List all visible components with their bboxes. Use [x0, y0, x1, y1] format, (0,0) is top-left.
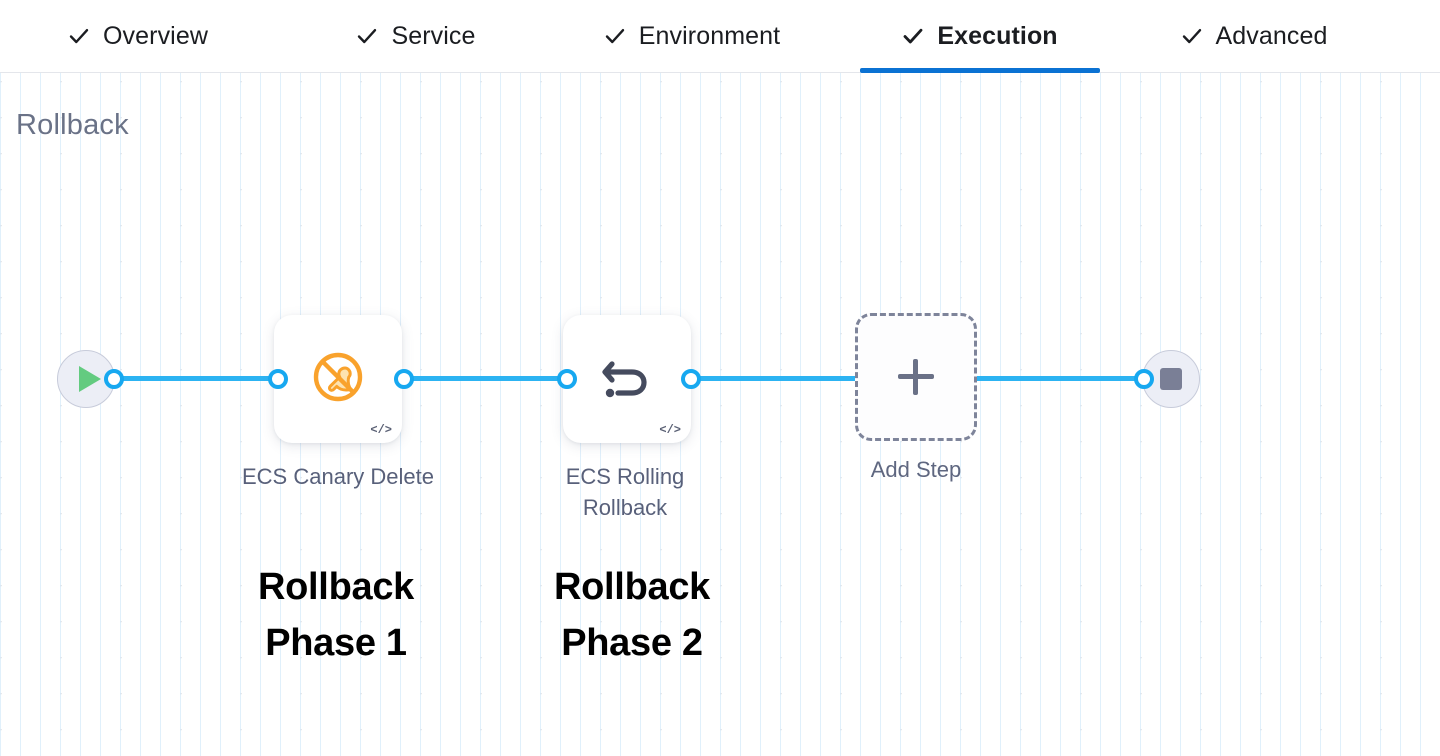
tab-label: Service	[391, 21, 476, 50]
tab-active-underline	[860, 67, 1100, 73]
tab-active-underline	[578, 68, 806, 73]
connector-ring	[557, 369, 577, 389]
tab-label: Execution	[937, 21, 1058, 50]
annotation-rollback-phase-2: Rollback Phase 2	[482, 559, 782, 671]
step-label-ecs-canary-delete: ECS Canary Delete	[242, 464, 434, 489]
check-icon	[902, 25, 924, 47]
step-label-ecs-rolling-rollback: ECS Rolling Rollback	[565, 464, 685, 521]
tab-label: Environment	[638, 21, 781, 50]
annotation-line-1: Rollback	[554, 566, 710, 608]
tab-advanced[interactable]: Advanced	[1148, 0, 1360, 73]
connector-ring	[268, 369, 288, 389]
ecs-canary-delete-icon	[309, 348, 367, 411]
tab-active-underline	[40, 68, 236, 73]
check-icon	[356, 25, 378, 47]
tab-label: Advanced	[1215, 21, 1328, 50]
tab-overview[interactable]: Overview	[40, 0, 236, 73]
step-node-ecs-rolling-rollback[interactable]: </>	[563, 315, 691, 443]
add-step-button[interactable]	[855, 313, 977, 441]
tab-service[interactable]: Service	[326, 0, 506, 73]
annotation-line-1: Rollback	[258, 566, 414, 608]
connector-ring	[104, 369, 124, 389]
connector-step1-to-step2	[390, 376, 575, 381]
stop-icon	[1160, 368, 1182, 390]
tab-label: Overview	[103, 21, 208, 50]
check-icon	[1181, 25, 1203, 47]
play-icon	[78, 366, 101, 392]
stage-tab-bar: Overview Service Environment Execution	[0, 0, 1440, 73]
connector-start-to-step1	[100, 376, 285, 381]
rollback-arrow-icon	[596, 348, 658, 411]
step-node-ecs-canary-delete[interactable]: </>	[274, 315, 402, 443]
connector-ring	[394, 369, 414, 389]
tab-active-underline	[326, 68, 506, 73]
connector-ring	[681, 369, 701, 389]
add-step-label: Add Step	[870, 457, 962, 482]
check-icon	[604, 25, 626, 47]
connector-ring	[1134, 369, 1154, 389]
plus-icon	[898, 359, 934, 395]
tab-active-underline	[1148, 68, 1360, 73]
pipeline-graph: </> </>	[0, 73, 1440, 756]
check-icon	[68, 25, 90, 47]
code-badge-icon: </>	[370, 423, 392, 437]
annotation-line-2: Phase 1	[265, 622, 407, 665]
tab-execution[interactable]: Execution	[860, 0, 1100, 73]
pipeline-canvas[interactable]: Rollback </>	[0, 73, 1440, 756]
annotation-line-2: Phase 2	[561, 622, 703, 665]
tab-environment[interactable]: Environment	[578, 0, 806, 73]
code-badge-icon: </>	[659, 423, 681, 437]
annotation-rollback-phase-1: Rollback Phase 1	[186, 559, 486, 671]
page-title: Rollback	[16, 109, 129, 141]
